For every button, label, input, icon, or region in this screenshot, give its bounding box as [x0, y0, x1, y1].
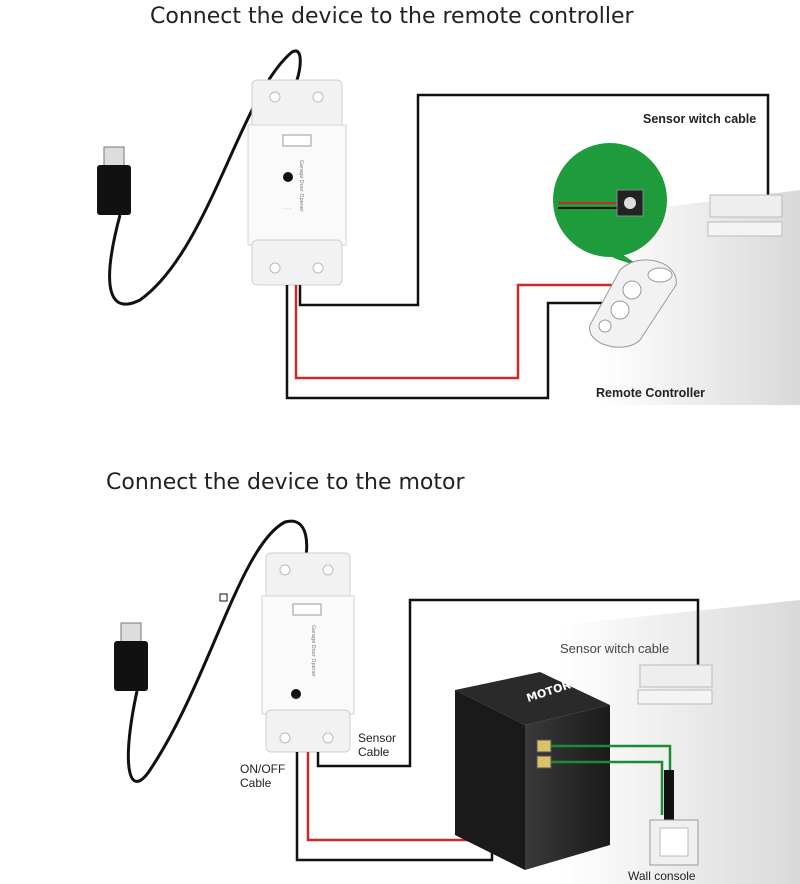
sensor-wire-black-top [298, 93, 770, 307]
console-cable [664, 770, 674, 820]
title-remote-section: Connect the device to the remote control… [150, 4, 634, 29]
usb-cable-bottom [126, 519, 309, 783]
sensor-wire-black-bottom [316, 598, 700, 768]
sensor-switch-bottom [637, 664, 713, 705]
device-module-bottom: Garage Door Opener [261, 552, 355, 753]
device-module-top: Garage Door Opener · · · [247, 79, 347, 286]
usb-plug-icon-bottom [114, 622, 148, 691]
wall-background-top [600, 190, 800, 405]
remote-wire-black-top [285, 285, 608, 400]
label-sensor-cable-bottom: Sensor witch cable [560, 641, 670, 656]
label-sensor-cable-short: Sensor Cable [358, 731, 397, 759]
title-motor-section: Connect the device to the motor [106, 470, 465, 495]
label-onoff-cable: ON/OFF Cable [240, 762, 286, 790]
wall-background-bottom [560, 600, 800, 884]
motor-box-icon: MOTOR [455, 672, 610, 870]
button-zoom-bubble [553, 143, 667, 268]
svg-text:Garage Door Opener: Garage Door Opener [298, 160, 304, 213]
sensor-switch-top [707, 194, 783, 237]
wall-console-icon [649, 819, 699, 866]
svg-text:Garage Door Opener: Garage Door Opener [310, 625, 316, 678]
label-wall-console: Wall console [628, 869, 696, 883]
label-sensor-cable-top: Sensor witch cable [643, 112, 757, 126]
console-wire-green-2 [551, 760, 664, 815]
svg-text:· · ·: · · · [283, 206, 291, 212]
remote-controller-icon [589, 259, 677, 348]
label-remote-controller: Remote Controller [596, 386, 706, 400]
usb-plug-icon-top [97, 146, 131, 215]
usb-cable-top [108, 49, 302, 306]
remote-wire-red-top [294, 283, 615, 380]
cable-marker [219, 593, 228, 602]
